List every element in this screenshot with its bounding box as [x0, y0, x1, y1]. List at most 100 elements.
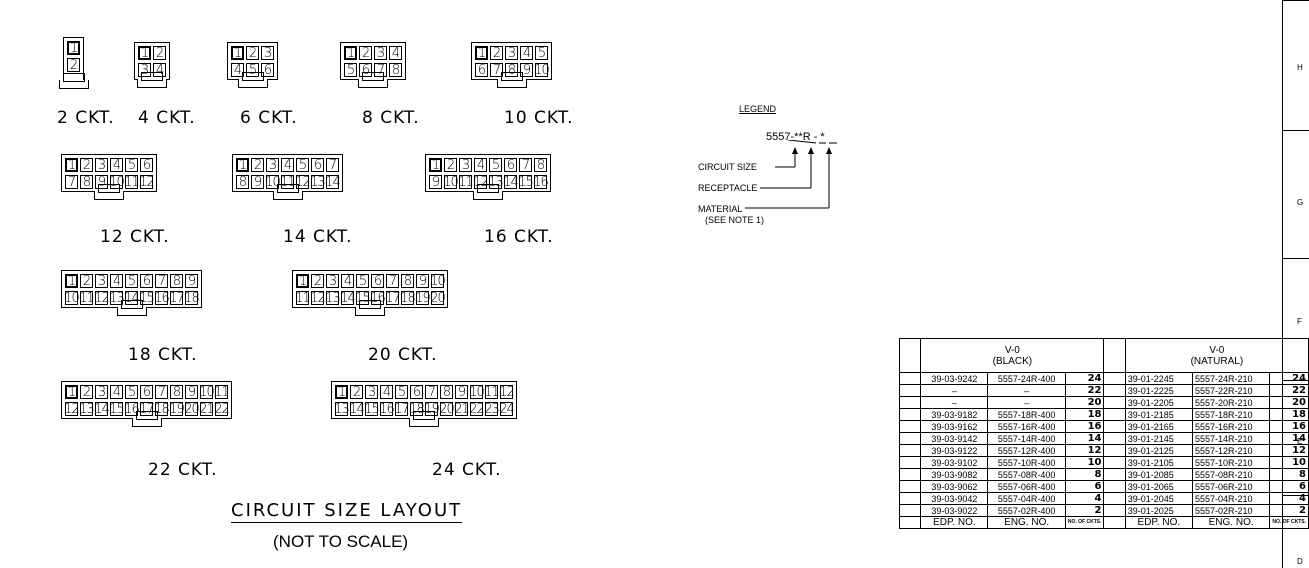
connector-housing — [134, 42, 170, 80]
pin-5: 5 — [246, 63, 259, 77]
table-cell: 39-01-2165 — [1124, 420, 1193, 433]
latch — [94, 191, 124, 200]
zone-divider — [1282, 380, 1309, 381]
table-cell: 39-03-9082 — [920, 468, 989, 481]
pin-9: 9 — [455, 385, 468, 399]
pin-14: 14 — [349, 401, 365, 417]
table-cell: – — [987, 396, 1066, 409]
pin-7: 7 — [326, 158, 339, 172]
table-spacer-cell — [1103, 372, 1126, 385]
table-spacer-cell — [898, 516, 922, 529]
pin-8: 8 — [80, 175, 93, 189]
pin-4: 4 — [389, 46, 402, 60]
pin-16: 16 — [379, 401, 395, 417]
connector-housing — [227, 42, 278, 80]
circuit-label: 12 CKT. — [100, 227, 170, 247]
circuit-label: 22 CKT. — [148, 460, 218, 480]
pin-2: 2 — [80, 158, 93, 172]
pin-19: 19 — [169, 401, 185, 417]
table-cell: 14 — [1269, 432, 1309, 445]
pin-6: 6 — [410, 385, 423, 399]
table-spacer-cell — [1103, 468, 1126, 481]
legend-leader-lines — [745, 140, 837, 209]
latch-tab — [120, 300, 143, 309]
table-cell: 2 — [1269, 504, 1309, 517]
latch-tab — [477, 184, 499, 193]
zone-divider — [1282, 258, 1309, 259]
pin-10: 10 — [430, 273, 446, 289]
pin-1: 1 — [65, 385, 78, 399]
table-cell: 6 — [1064, 480, 1105, 493]
pin-11: 11 — [295, 290, 311, 306]
circuit-label: 16 CKT. — [484, 227, 554, 247]
pin-12: 12 — [295, 174, 311, 190]
circuit-label: 14 CKT. — [283, 227, 353, 247]
legend-material-note: (SEE NOTE 1) — [705, 215, 765, 225]
table-cell: 5557-24R-210 — [1191, 372, 1271, 385]
pin-2: 2 — [359, 46, 372, 60]
pin-2: 2 — [80, 385, 93, 399]
pin-4: 4 — [341, 274, 354, 288]
table-spacer-cell — [1103, 516, 1126, 529]
table-spacer-cell — [898, 456, 922, 469]
pin-8: 8 — [170, 274, 183, 288]
pin-13: 13 — [310, 174, 326, 190]
pin-3: 3 — [261, 46, 274, 60]
latch — [355, 307, 385, 316]
pin-5: 5 — [344, 63, 357, 77]
table-spacer-cell — [898, 372, 922, 385]
table-spacer-cell — [898, 480, 922, 493]
pin-6: 6 — [140, 385, 153, 399]
table-spacer-cell — [898, 396, 922, 409]
pin-10: 10 — [199, 384, 215, 400]
pin-7: 7 — [386, 274, 399, 288]
pin-11: 11 — [458, 174, 474, 190]
table-cell: 39-01-2245 — [1124, 372, 1193, 385]
table-spacer-cell — [1103, 396, 1126, 409]
pin-2: 2 — [67, 58, 80, 72]
pin-2: 2 — [153, 46, 166, 60]
table-cell: 12 — [1269, 444, 1309, 457]
latch — [496, 79, 527, 88]
pin-4: 4 — [231, 63, 244, 77]
connector-housing — [292, 270, 448, 308]
table-spacer-cell — [1103, 504, 1126, 517]
pin-4: 4 — [153, 63, 166, 77]
table-cell: 39-03-9242 — [920, 372, 989, 385]
pin-7: 7 — [425, 385, 438, 399]
pin-5: 5 — [535, 46, 548, 60]
pin-5: 5 — [356, 274, 369, 288]
circuit-label: 6 CKT. — [240, 108, 298, 128]
layout-subtitle: (NOT TO SCALE) — [273, 532, 409, 551]
table-cell: 10 — [1269, 456, 1309, 469]
pin-18: 18 — [400, 290, 416, 306]
pin-11: 11 — [280, 174, 296, 190]
table-cell: 6 — [1269, 480, 1309, 493]
table-spacer-cell — [1103, 432, 1126, 445]
pin-16: 16 — [154, 290, 170, 306]
pin-10: 10 — [443, 174, 459, 190]
latch-tab — [98, 184, 120, 193]
pin-7: 7 — [374, 63, 387, 77]
table-spacer-cell — [1103, 420, 1126, 433]
circuit-label: 20 CKT. — [368, 345, 438, 365]
pin-7: 7 — [490, 63, 503, 77]
circuit-label: 24 CKT. — [432, 460, 502, 480]
table-cell: 39-01-2145 — [1124, 432, 1193, 445]
table-cell: 10 — [1064, 456, 1105, 469]
legend-part-code: 5557-**R - * — [766, 131, 825, 143]
table-cell: 39-01-2185 — [1124, 408, 1193, 421]
table-cell: 5557-10R-400 — [987, 456, 1066, 469]
table-cell: 39-01-2025 — [1124, 504, 1193, 517]
